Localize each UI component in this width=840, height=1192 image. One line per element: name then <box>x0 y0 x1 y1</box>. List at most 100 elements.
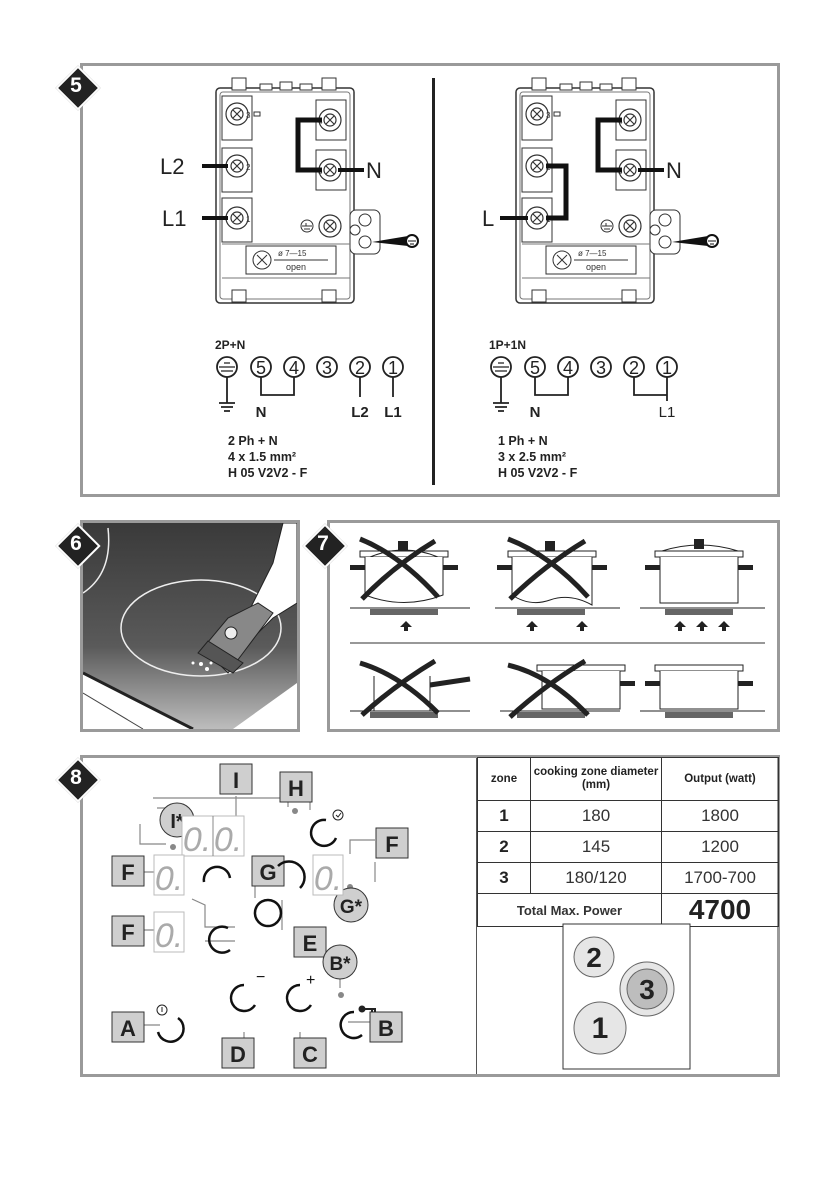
circuit-title: 2P+N <box>215 338 245 352</box>
svg-text:5: 5 <box>530 358 540 378</box>
zone-key-right-top[interactable] <box>277 860 306 889</box>
svg-text:G*: G* <box>340 897 363 918</box>
timer-key[interactable] <box>309 818 338 848</box>
cookware-item-convex-bottom <box>350 536 470 631</box>
svg-text:L1: L1 <box>384 404 402 421</box>
controls-divider <box>476 758 477 1074</box>
svg-text:2: 2 <box>629 358 639 378</box>
wiring-panel <box>80 63 780 497</box>
zone-display-left-bottom: 0. <box>153 911 185 955</box>
terminal-label-n: N <box>366 158 382 183</box>
svg-text:C: C <box>302 1042 318 1067</box>
svg-text:N: N <box>256 404 267 421</box>
svg-text:F: F <box>121 920 134 945</box>
svg-text:0.: 0. <box>155 917 183 955</box>
hob-zone-layout: 2 3 1 <box>562 923 691 1070</box>
section-badge-8: 8 <box>55 757 101 803</box>
terminal-block-1p-n: 3 2 1 4 5 L N ø 7—15 open <box>482 77 719 304</box>
zone-key-left-bottom[interactable] <box>207 925 231 954</box>
label-D: D <box>221 1037 255 1069</box>
zone-2-circle: 2 <box>573 936 615 978</box>
circuit-title: 1P+1N <box>489 338 526 352</box>
clamp-open-label: open <box>286 262 306 272</box>
label-C: C <box>293 1037 327 1069</box>
svg-text:F: F <box>121 860 134 885</box>
cookware-item-small-pan <box>350 658 471 718</box>
cookware-guide <box>350 536 765 719</box>
zone-display-left-top: 0. <box>153 854 185 898</box>
svg-text:1: 1 <box>662 358 672 378</box>
cookware-item-matched-pot <box>640 664 765 718</box>
svg-text:2: 2 <box>355 358 365 378</box>
total-power-value: 4700 <box>661 893 779 927</box>
table-row: 3 180/120 1700-700 <box>477 862 779 894</box>
hob-cleaning-illustration <box>83 523 297 729</box>
cleaning-panel <box>80 520 300 732</box>
cookware-item-offset-pot <box>500 658 635 719</box>
label-A: A <box>111 1011 145 1043</box>
block-number: 3 <box>546 111 551 120</box>
zone-key-left-top[interactable] <box>202 865 232 883</box>
zone-1-circle: 1 <box>573 1001 627 1055</box>
terminal-label-l: L <box>482 206 494 231</box>
circuit-diagram-2p-n: 2P+N 5 4 3 2 1 N L2 L1 <box>215 338 404 421</box>
section-badge-5: 5 <box>55 65 101 111</box>
svg-text:H: H <box>288 776 304 801</box>
circuit-diagram-1p-n: 1P+1N 5 4 3 2 1 N L1 <box>489 338 678 421</box>
svg-text:I*: I* <box>170 811 184 833</box>
wiring-divider <box>432 78 435 485</box>
svg-text:1: 1 <box>388 358 398 378</box>
clamp-diameter: ø 7—15 <box>278 249 307 258</box>
minus-icon: − <box>256 969 265 986</box>
block-number: 1 <box>246 215 251 224</box>
svg-text:0.: 0. <box>214 821 242 859</box>
svg-text:3: 3 <box>639 974 655 1005</box>
plus-icon: + <box>306 972 315 989</box>
svg-text:I: I <box>233 768 239 793</box>
svg-text:L2: L2 <box>351 404 369 421</box>
header-zone: zone <box>477 757 531 801</box>
svg-text:0.: 0. <box>155 860 183 898</box>
svg-text:0.: 0. <box>314 860 342 898</box>
zone-3-circle: 3 <box>619 961 675 1017</box>
label-F-left-bottom: F <box>111 915 145 947</box>
svg-text:3: 3 <box>322 358 332 378</box>
table-header-row: zone cooking zone diameter (mm) Output (… <box>477 757 779 801</box>
label-B: B <box>369 1011 403 1043</box>
svg-text:3: 3 <box>596 358 606 378</box>
svg-text:4: 4 <box>289 358 299 378</box>
svg-text:A: A <box>120 1016 136 1041</box>
timer-display: 0. 0. <box>181 815 245 859</box>
table-row: 1 180 1800 <box>477 800 779 832</box>
label-G-star: G* <box>333 887 369 923</box>
label-F-top-right: F <box>375 827 409 859</box>
minus-key[interactable] <box>229 983 257 1013</box>
plus-key[interactable] <box>285 983 313 1013</box>
svg-text:2: 2 <box>586 942 602 973</box>
power-key[interactable] <box>156 1016 185 1043</box>
table-total-row: Total Max. Power 4700 <box>477 893 779 927</box>
svg-text:0.: 0. <box>183 821 211 859</box>
svg-text:4: 4 <box>563 358 573 378</box>
lock-key[interactable] <box>339 1010 363 1040</box>
label-B-star: B* <box>322 944 358 980</box>
header-diameter: cooking zone diameter (mm) <box>530 757 662 801</box>
block-number: 2 <box>246 163 251 172</box>
svg-text:B*: B* <box>329 954 351 975</box>
zone-key-center[interactable] <box>253 898 283 928</box>
svg-text:E: E <box>303 931 318 956</box>
svg-text:N: N <box>530 404 541 421</box>
svg-text:D: D <box>230 1042 246 1067</box>
clamp-diameter: ø 7—15 <box>578 249 607 258</box>
control-panel-diagram: I H G F F F E A D C B I* G* B* 0. 0. 0. … <box>111 763 409 1069</box>
svg-text:B: B <box>378 1016 394 1041</box>
cable-spec-1p-n: 1 Ph + N 3 x 2.5 mm² H 05 V2V2 - F <box>498 434 578 480</box>
timer-icon <box>332 809 344 821</box>
label-G: G <box>251 855 285 887</box>
svg-text:5: 5 <box>256 358 266 378</box>
svg-text:L1: L1 <box>659 404 676 421</box>
cooking-zones-table: zone cooking zone diameter (mm) Output (… <box>477 757 779 927</box>
table-row: 2 145 1200 <box>477 831 779 863</box>
terminal-label-l1: L1 <box>162 206 186 231</box>
svg-text:1: 1 <box>592 1012 609 1045</box>
